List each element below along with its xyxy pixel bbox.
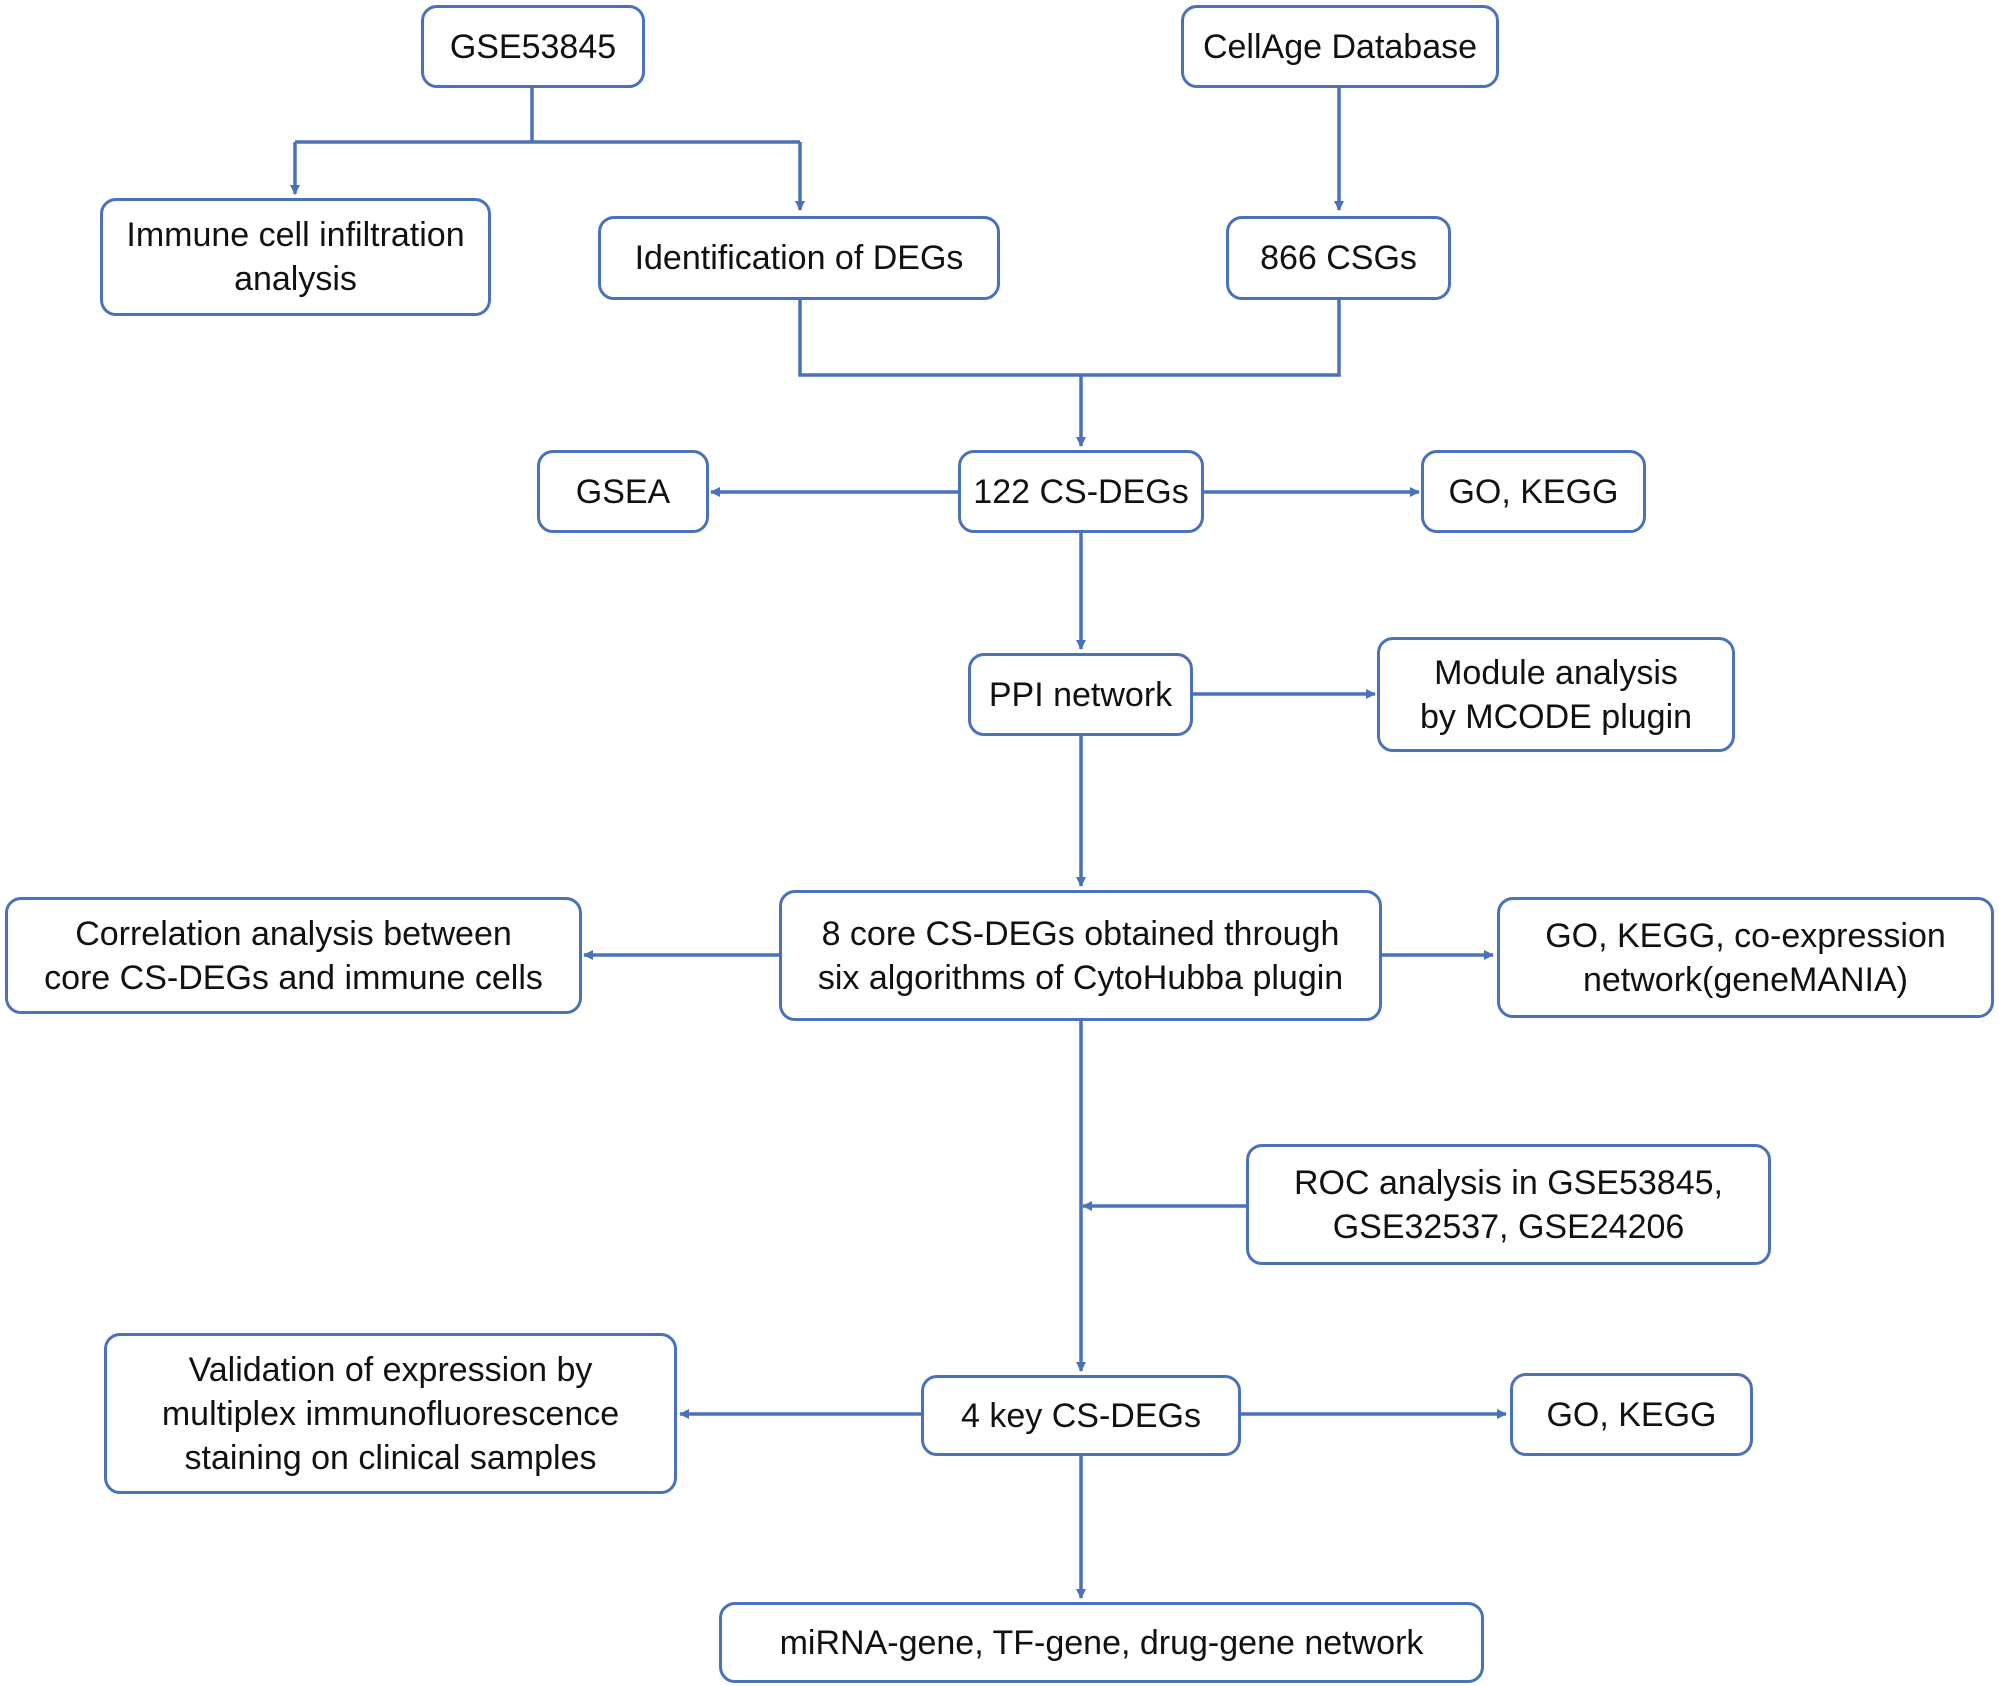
node-roc-analysis: ROC analysis in GSE53845, GSE32537, GSE2… — [1246, 1144, 1771, 1265]
node-go-kegg-coexpression: GO, KEGG, co-expression network(geneMANI… — [1497, 897, 1994, 1018]
node-cellage-database: CellAge Database — [1181, 5, 1499, 88]
connector-degs-merge — [798, 300, 1341, 377]
node-122-cs-degs: 122 CS-DEGs — [958, 450, 1204, 533]
node-go-kegg-2: GO, KEGG — [1510, 1373, 1753, 1456]
node-866-csgs: 866 CSGs — [1226, 216, 1451, 300]
node-go-kegg-1: GO, KEGG — [1421, 450, 1646, 533]
node-gse53845: GSE53845 — [421, 5, 645, 88]
node-4-key-cs-degs: 4 key CS-DEGs — [921, 1375, 1241, 1456]
node-immune-cell-infiltration: Immune cell infiltration analysis — [100, 198, 491, 316]
node-mcode-module-analysis: Module analysis by MCODE plugin — [1377, 637, 1735, 752]
node-8-core-cs-degs: 8 core CS-DEGs obtained through six algo… — [779, 890, 1382, 1021]
node-mirna-tf-drug-network: miRNA-gene, TF-gene, drug-gene network — [719, 1602, 1484, 1683]
node-identification-of-degs: Identification of DEGs — [598, 216, 1000, 300]
node-ppi-network: PPI network — [968, 653, 1193, 736]
node-validation-of-expression: Validation of expression by multiplex im… — [104, 1333, 677, 1494]
node-gsea: GSEA — [537, 450, 709, 533]
node-correlation-analysis: Correlation analysis between core CS-DEG… — [5, 897, 582, 1014]
